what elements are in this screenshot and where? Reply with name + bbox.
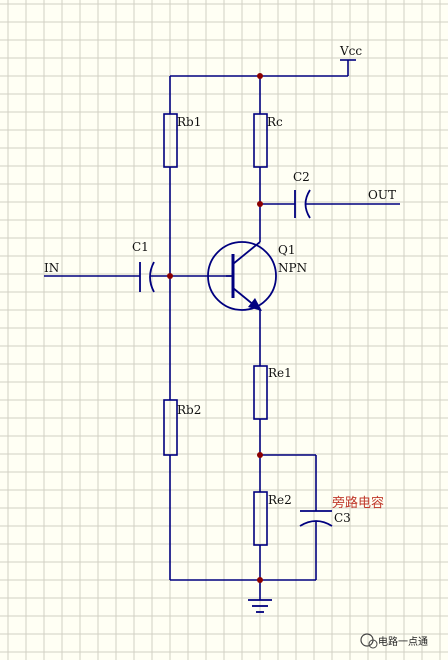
c1-label: C1	[132, 240, 149, 254]
wechat-icon-bubble	[368, 639, 378, 649]
q1-label: Q1	[278, 243, 295, 257]
resistor-re1	[253, 365, 268, 420]
ground-icon	[248, 599, 272, 613]
junctions	[167, 73, 263, 583]
bypass-capacitor-annotation: 旁路电容	[332, 495, 384, 511]
emitter-arrow-icon	[248, 298, 262, 311]
rb2-label: Rb2	[177, 403, 201, 417]
resistor-rb1	[163, 113, 178, 168]
c3-label: C3	[334, 511, 351, 525]
rb1-label: Rb1	[177, 115, 201, 129]
out-label: OUT	[368, 188, 396, 202]
in-label: IN	[44, 261, 59, 275]
re2-label: Re2	[268, 493, 292, 507]
capacitor-c3	[299, 510, 333, 527]
resistor-rb2	[163, 399, 178, 456]
rc-label: Rc	[267, 115, 283, 129]
re1-label: Re1	[268, 366, 292, 380]
wires	[44, 59, 400, 600]
watermark: 电路一点通	[360, 633, 428, 649]
resistor-rc	[253, 113, 268, 168]
c2-label: C2	[293, 170, 310, 184]
transistor-q1	[207, 241, 277, 311]
capacitor-c2	[294, 189, 311, 219]
resistor-re2	[253, 491, 268, 546]
vcc-label: Vcc	[339, 44, 362, 58]
npn-label: NPN	[278, 261, 307, 275]
watermark-text: 电路一点通	[378, 635, 428, 648]
capacitor-c1	[139, 261, 155, 293]
